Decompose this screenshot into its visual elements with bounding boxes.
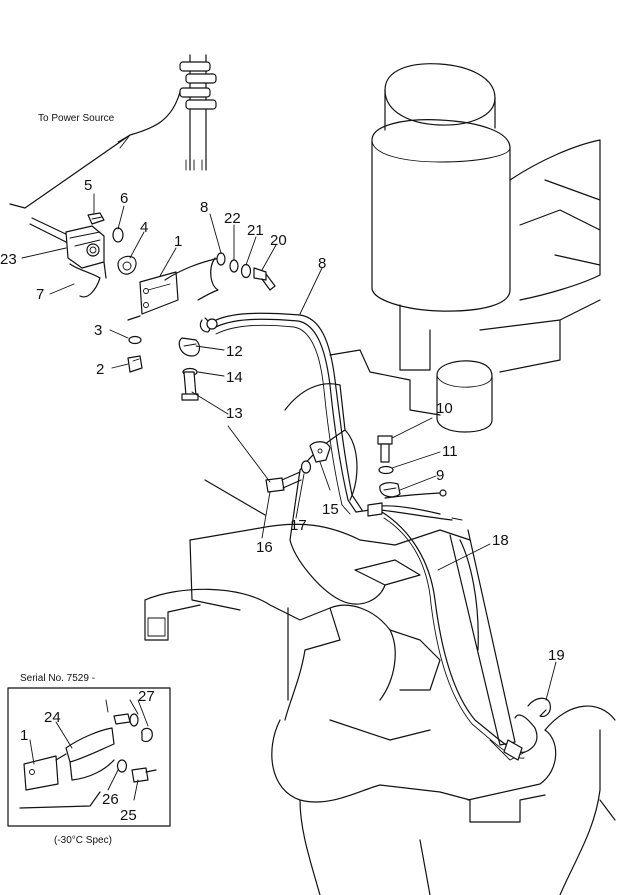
callout-20: 20	[270, 232, 287, 249]
callout-22: 22	[224, 210, 241, 227]
leader-lines	[21, 193, 557, 801]
callout-21: 21	[247, 222, 264, 239]
clamp-hardware-lower	[265, 441, 331, 493]
callout-numbers: 5 6 4 1 8 22 21 20 23 7 8 3 2 12 14 13 1…	[0, 177, 565, 824]
callout-16: 16	[256, 539, 273, 556]
inset-callout-25: 25	[120, 807, 137, 824]
callout-2: 2	[96, 361, 104, 378]
inset-callout-1: 1	[20, 727, 28, 744]
spec-label: (-30°C Spec)	[54, 835, 112, 846]
callout-7: 7	[36, 286, 44, 303]
wire-harness	[199, 312, 463, 521]
callout-4: 4	[140, 219, 148, 236]
callout-19: 19	[548, 647, 565, 664]
callout-8-upper: 8	[200, 199, 208, 216]
callout-14: 14	[226, 369, 243, 386]
callout-10: 10	[436, 400, 453, 417]
callout-5: 5	[84, 177, 92, 194]
clamp-hardware-right	[377, 435, 401, 498]
callout-13: 13	[226, 405, 243, 422]
callout-15: 15	[322, 501, 339, 518]
power-source-terminal	[179, 54, 217, 171]
sender-cable	[381, 511, 538, 753]
serial-number-label: Serial No. 7529 -	[20, 673, 95, 684]
power-source-label: To Power Source	[38, 113, 115, 124]
inset-callout-24: 24	[44, 709, 61, 726]
callout-12: 12	[226, 343, 243, 360]
callout-23: 23	[0, 251, 17, 268]
clamp-hardware-middle	[178, 337, 201, 401]
inset-detail	[7, 687, 171, 827]
callout-8-harness: 8	[318, 255, 326, 272]
power-cable	[9, 91, 181, 209]
callout-18: 18	[492, 532, 509, 549]
engine-assembly	[144, 63, 616, 895]
callout-17: 17	[290, 517, 307, 534]
clip-19	[527, 697, 551, 717]
clamp-hardware-upper	[197, 252, 276, 301]
callout-11: 11	[442, 443, 458, 460]
callout-6: 6	[120, 190, 128, 207]
sender-assembly	[29, 212, 221, 373]
callout-1: 1	[174, 233, 182, 250]
inset-callout-26: 26	[102, 791, 119, 808]
callout-9: 9	[436, 467, 444, 484]
inset-callout-27: 27	[138, 688, 155, 705]
callout-3: 3	[94, 322, 102, 339]
